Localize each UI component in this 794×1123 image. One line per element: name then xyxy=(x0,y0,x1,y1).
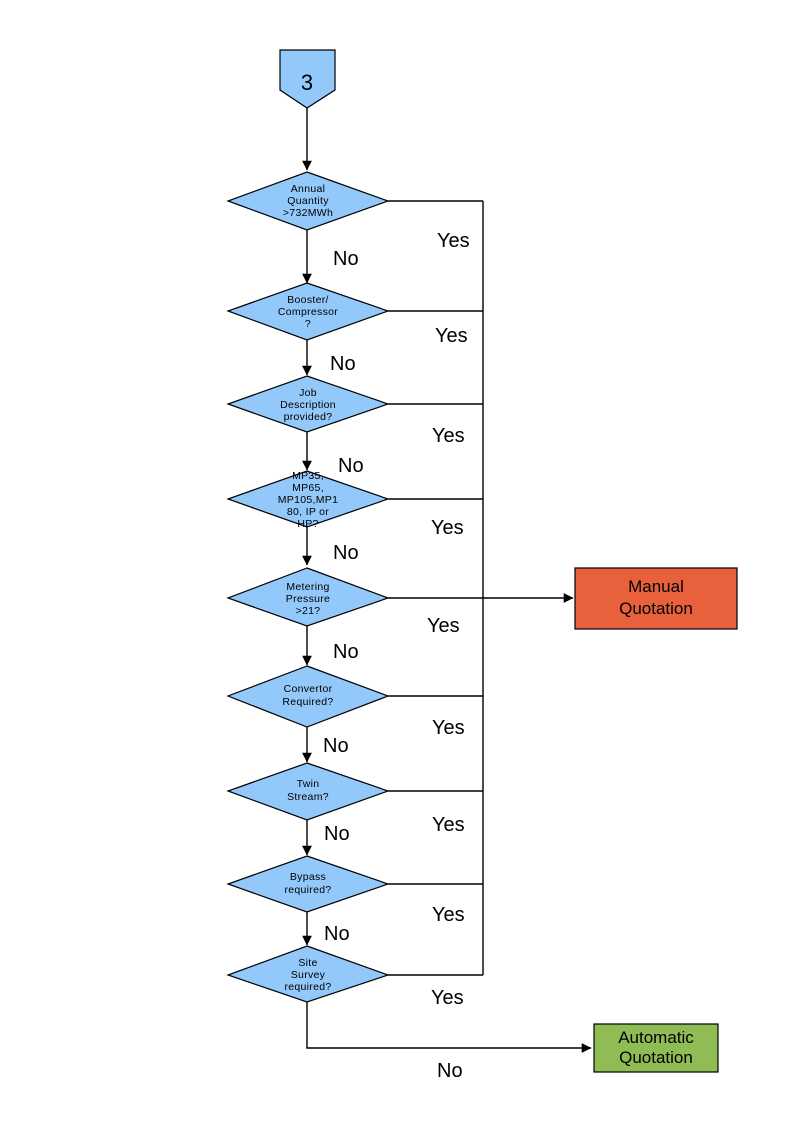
branch-label-no-job-description: No xyxy=(338,455,364,477)
decision-label-line: HP? xyxy=(297,518,318,530)
decision-label-line: >732MWh xyxy=(283,207,333,219)
node-decision-site-survey[interactable]: Site Survey required? xyxy=(226,945,390,1003)
branch-label-no-metering-pressure: No xyxy=(333,641,359,663)
branch-label-yes-bypass-required: Yes xyxy=(432,904,465,926)
automatic-quotation-label-line: Automatic xyxy=(618,1028,694,1047)
node-start-connector[interactable]: 3 xyxy=(279,49,336,109)
branch-label-no-annual-quantity: No xyxy=(333,248,359,270)
decision-diamond-pressure-tier xyxy=(226,470,390,528)
decision-diamond-job-description xyxy=(226,375,390,433)
decision-label-line: Compressor xyxy=(278,306,338,318)
decision-label-line: Required? xyxy=(282,696,333,708)
branch-label-no-convertor-required: No xyxy=(323,735,349,757)
decision-label-line: required? xyxy=(284,981,331,993)
branch-label-no-bypass-required: No xyxy=(324,923,350,945)
start-connector-shape xyxy=(279,49,336,109)
decision-label-line: Quantity xyxy=(287,195,329,207)
branch-label-no-site-survey: No xyxy=(437,1060,463,1082)
automatic-quotation-box xyxy=(593,1023,719,1073)
branch-label-yes-site-survey: Yes xyxy=(431,987,464,1009)
start-connector-label: 3 xyxy=(301,70,313,95)
decision-diamond-twin-stream xyxy=(226,762,390,821)
decision-diamond-annual-quantity xyxy=(226,171,390,231)
node-manual-quotation[interactable]: Manual Quotation xyxy=(574,567,738,630)
decision-label-line: required? xyxy=(284,884,331,896)
node-decision-annual-quantity[interactable]: Annual Quantity >732MWh xyxy=(226,171,390,231)
manual-quotation-box xyxy=(574,567,738,630)
decision-label-line: Annual xyxy=(291,183,326,195)
decision-diamond-booster-compressor xyxy=(226,282,390,341)
decision-label-line: Bypass xyxy=(290,871,326,883)
decision-diamond-site-survey xyxy=(226,945,390,1003)
branch-label-no-booster-compressor: No xyxy=(330,353,356,375)
node-decision-metering-pressure[interactable]: Metering Pressure >21? xyxy=(226,567,390,627)
node-decision-bypass-required[interactable]: Bypass required? xyxy=(226,855,390,913)
decision-diamond-convertor-required xyxy=(226,665,390,728)
branch-label-yes-job-description: Yes xyxy=(432,425,465,447)
decision-label-line: MP65, xyxy=(292,482,324,494)
branch-label-yes-convertor-required: Yes xyxy=(432,717,465,739)
decision-label-line: Metering xyxy=(286,581,329,593)
decision-diamond-metering-pressure xyxy=(226,567,390,627)
branch-label-yes-annual-quantity: Yes xyxy=(437,230,470,252)
node-decision-convertor-required[interactable]: Convertor Required? xyxy=(226,665,390,728)
node-automatic-quotation[interactable]: Automatic Quotation xyxy=(593,1023,719,1073)
decision-label-line: Stream? xyxy=(287,791,329,803)
branch-label-yes-twin-stream: Yes xyxy=(432,814,465,836)
automatic-quotation-label-line: Quotation xyxy=(619,1048,693,1067)
branch-label-no-twin-stream: No xyxy=(324,823,350,845)
decision-label-line: ? xyxy=(305,318,311,330)
decision-label-line: provided? xyxy=(284,411,333,423)
branch-label-yes-metering-pressure: Yes xyxy=(427,615,460,637)
decision-label-line: Pressure xyxy=(286,593,330,605)
node-decision-pressure-tier[interactable]: MP35, MP65, MP105,MP1 80, IP or HP? xyxy=(226,470,390,530)
branch-label-no-pressure-tier: No xyxy=(333,542,359,564)
decision-label-line: Job xyxy=(299,387,317,399)
decision-label-line: Booster/ xyxy=(287,294,329,306)
manual-quotation-label-line: Quotation xyxy=(619,599,693,618)
decision-label-line: MP35, xyxy=(292,470,324,482)
branch-label-yes-booster-compressor: Yes xyxy=(435,325,468,347)
decision-label-line: Description xyxy=(280,399,336,411)
manual-quotation-label-line: Manual xyxy=(628,577,684,596)
decision-label-line: Twin xyxy=(297,778,320,790)
decision-label-line: Survey xyxy=(291,969,326,981)
decision-label-line: Convertor xyxy=(284,683,333,695)
node-decision-twin-stream[interactable]: Twin Stream? xyxy=(226,762,390,821)
edge-no-sitesurvey-to-automatic xyxy=(306,1002,592,1053)
decision-diamond-bypass-required xyxy=(226,855,390,913)
decision-label-line: 80, IP or xyxy=(287,506,329,518)
decision-label-line: MP105,MP1 xyxy=(278,494,338,506)
node-decision-job-description[interactable]: Job Description provided? xyxy=(226,375,390,433)
node-decision-booster-compressor[interactable]: Booster/ Compressor ? xyxy=(226,282,390,341)
branch-label-yes-pressure-tier: Yes xyxy=(431,517,464,539)
decision-label-line: Site xyxy=(298,957,317,969)
decision-label-line: >21? xyxy=(296,605,321,617)
